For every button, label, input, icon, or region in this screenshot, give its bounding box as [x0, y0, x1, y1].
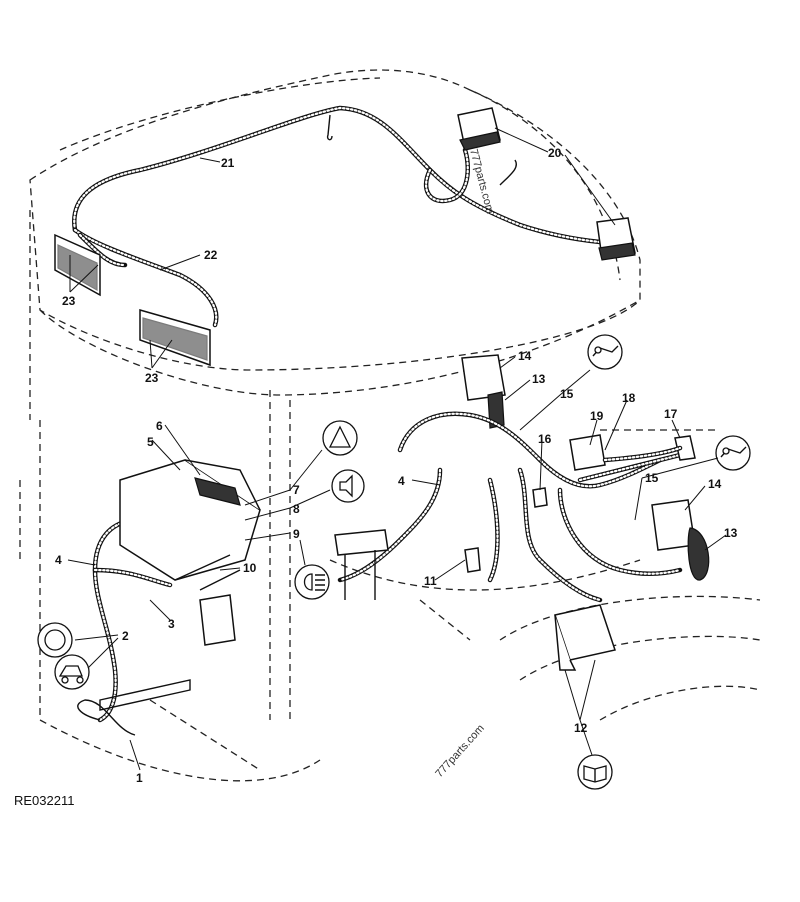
- beacon-icon: [37, 622, 73, 658]
- switch-console: [119, 459, 261, 591]
- callout-labels: 1 2 3 4 4 5 6 7 8 9 10 11 12 13 13 14 14…: [55, 146, 738, 785]
- dome-light-harness: [72, 227, 219, 328]
- leader-lines: [67, 127, 727, 771]
- fuse-block: [554, 604, 616, 671]
- work-light-icon: [587, 334, 623, 370]
- callout-label: 8: [293, 502, 300, 516]
- callout-label: 19: [590, 409, 604, 423]
- callout-label: 15: [645, 471, 659, 485]
- callout-label: 14: [708, 477, 722, 491]
- callout-label: 22: [204, 248, 218, 262]
- rear-work-light-right: [596, 217, 636, 261]
- callout-label: 2: [122, 629, 129, 643]
- callout-label: 12: [574, 721, 588, 735]
- callout-label: 18: [622, 391, 636, 405]
- callout-label: 6: [156, 419, 163, 433]
- callout-label: 5: [147, 435, 154, 449]
- callout-label: 1: [136, 771, 143, 785]
- callout-label: 17: [664, 407, 678, 421]
- callout-label: 3: [168, 617, 175, 631]
- watermark-text: 777parts.com: [433, 722, 487, 780]
- tractor-icon: [54, 654, 90, 690]
- front-work-light-lower: [651, 499, 710, 581]
- headlight-icon: [294, 564, 330, 600]
- callout-label: 9: [293, 527, 300, 541]
- main-cab-harness: [337, 411, 683, 603]
- roof-harness: [72, 105, 603, 245]
- cab-roof-outline: [29, 69, 641, 420]
- callout-label: 21: [221, 156, 235, 170]
- callout-label: 14: [518, 349, 532, 363]
- rear-work-light-left: [457, 107, 501, 151]
- callout-label: 15: [560, 387, 574, 401]
- left-cab-harness: [77, 517, 173, 736]
- dome-light-left: [54, 233, 101, 297]
- watermark-text: 777parts.com: [467, 148, 496, 215]
- callout-label: 23: [145, 371, 159, 385]
- manual-book-icon: [577, 754, 613, 790]
- fender-outline: [499, 595, 761, 721]
- callout-label: 13: [532, 372, 546, 386]
- callout-label: 7: [293, 483, 300, 497]
- callout-label: 16: [538, 432, 552, 446]
- callout-label: 13: [724, 526, 738, 540]
- callout-label: 23: [62, 294, 76, 308]
- dome-light-right: [139, 309, 211, 367]
- reference-code: RE032211: [14, 793, 74, 808]
- callout-label: 4: [55, 553, 62, 567]
- cab-frame-outline: [19, 390, 720, 782]
- front-work-light-upper: [461, 354, 506, 429]
- callout-label: 10: [243, 561, 257, 575]
- horn-icon: [331, 469, 365, 503]
- callout-label: 4: [398, 474, 405, 488]
- callout-label: 11: [424, 574, 437, 588]
- hazard-triangle-icon: [322, 420, 358, 456]
- callout-label: 20: [548, 146, 562, 160]
- work-light-icon: [715, 435, 751, 471]
- misc-parts: [99, 434, 696, 711]
